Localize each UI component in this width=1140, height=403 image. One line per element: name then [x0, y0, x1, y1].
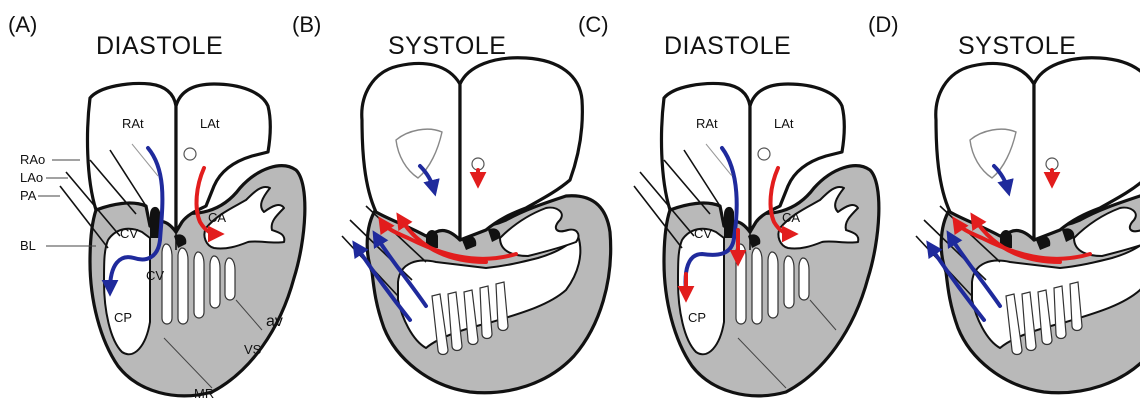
panel-b-letter: (B): [292, 12, 321, 37]
label-a-pa: PA: [20, 188, 37, 203]
panel-c-letter: (C): [578, 12, 609, 37]
panel-d-heart-outline: [916, 58, 1140, 393]
panel-a-title: DIASTOLE: [96, 32, 223, 60]
label-a-cv-lower: CV: [146, 268, 164, 283]
panel-c-heart-outline: [634, 84, 879, 396]
label-c-rat: RAt: [696, 116, 718, 131]
label-a-rao: RAo: [20, 152, 45, 167]
label-a-rat: RAt: [122, 116, 144, 131]
panel-a-heart-outline: [60, 84, 305, 396]
label-a-vs: VS: [244, 342, 262, 357]
panel-c-heart: [634, 84, 879, 396]
label-c-cv: CV: [694, 226, 712, 241]
panel-a-heart: [38, 84, 305, 396]
label-a-lao: LAo: [20, 170, 43, 185]
label-a-bl: BL: [20, 238, 36, 253]
panel-d-heart: [916, 58, 1140, 393]
label-c-cp: CP: [688, 310, 706, 325]
panel-c-title: DIASTOLE: [664, 32, 791, 60]
panel-b-title: SYSTOLE: [388, 32, 506, 60]
label-c-ca: CA: [782, 210, 800, 225]
label-a-lat: LAt: [200, 116, 220, 131]
label-a-mr: MR: [194, 386, 214, 401]
label-c-lat: LAt: [774, 116, 794, 131]
label-a-cp: CP: [114, 310, 132, 325]
panel-a-letter: (A): [8, 12, 37, 37]
label-a-ca: CA: [208, 210, 226, 225]
label-a-cv-upper: CV: [120, 226, 138, 241]
panel-b-heart: [342, 58, 611, 393]
label-a-av: av: [266, 313, 283, 330]
panel-d-letter: (D): [868, 12, 899, 37]
panel-d-title: SYSTOLE: [958, 32, 1076, 60]
